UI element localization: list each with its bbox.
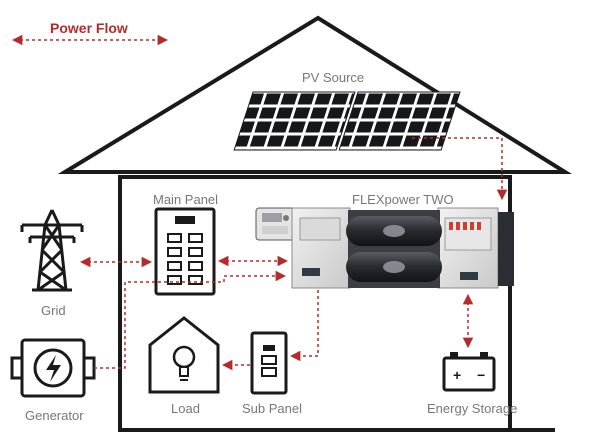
flow-pv-to-flexpower	[412, 137, 508, 201]
power-flow-legend: Power Flow	[11, 20, 169, 46]
pv-source-label: PV Source	[302, 70, 364, 85]
pv-source: PV Source	[233, 70, 461, 151]
battery-minus: −	[477, 367, 485, 383]
grid-tower-icon	[20, 209, 84, 292]
flexpower-label: FLEXpower TWO	[352, 192, 454, 207]
sub-panel-label: Sub Panel	[242, 401, 302, 416]
flow-generator-to-flexpower	[94, 270, 287, 369]
sub-panel-icon	[250, 331, 288, 395]
power-flow-arrows	[79, 137, 508, 371]
battery-plus: +	[453, 367, 461, 383]
load-label: Load	[171, 401, 200, 416]
generator-icon	[10, 338, 96, 398]
main-panel-icon: Main Panel	[153, 192, 218, 296]
load-house-icon	[148, 316, 220, 394]
energy-storage-label: Energy Storage	[427, 401, 517, 416]
battery-icon: + −	[442, 352, 496, 392]
flow-flexpower-to-sub-panel	[289, 290, 319, 362]
pv-panel-left	[233, 91, 356, 151]
generator-label: Generator	[25, 408, 84, 423]
main-panel-label: Main Panel	[153, 192, 218, 207]
grid-label: Grid	[41, 303, 66, 318]
legend-label: Power Flow	[50, 20, 128, 36]
flexpower-two-unit: FLEXpower TWO	[255, 192, 514, 289]
pv-panel-right	[338, 91, 461, 151]
system-display-icon	[255, 207, 295, 241]
house-wall	[118, 175, 512, 432]
